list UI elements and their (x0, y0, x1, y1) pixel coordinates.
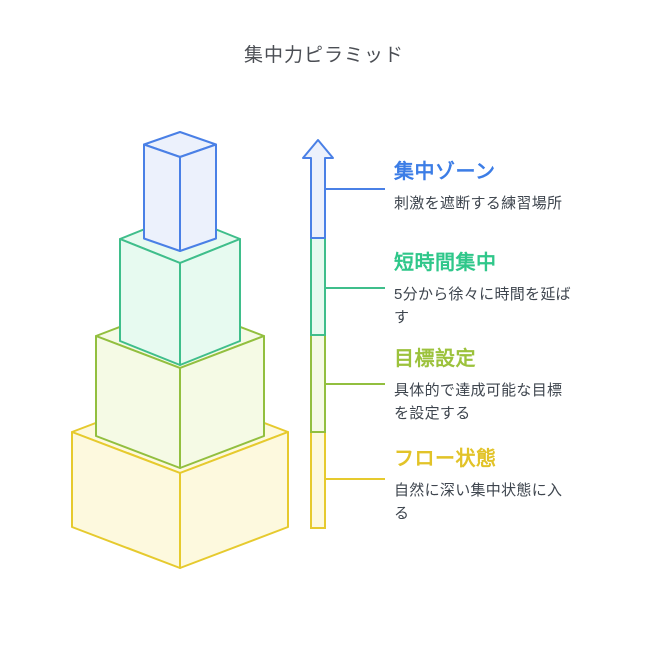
diagram-title: 集中力ピラミッド (243, 45, 404, 66)
pyramid-box-focus-zone-right-face (179, 143, 217, 252)
arrow-segment-flow-state (310, 431, 326, 529)
arrow-segment-goal-setting (310, 334, 326, 433)
arrow-segment-short-focus (310, 237, 326, 336)
pyramid-box-flow-state-right-face (179, 431, 289, 569)
label-flow-state-description: 自然に深い集中状態に入る (394, 482, 563, 522)
label-flow-state: フロー状態 自然に深い集中状態に入る (394, 447, 574, 525)
label-focus-zone-heading: 集中ゾーン (394, 161, 496, 183)
label-short-focus-heading: 短時間集中 (394, 252, 497, 274)
label-goal-setting-heading: 目標設定 (394, 348, 476, 370)
label-short-focus: 短時間集中 5分から徐々に時間を延ばす (394, 251, 574, 329)
label-focus-zone-description: 刺激を遮断する練習場所 (394, 195, 563, 212)
label-short-focus-description: 5分から徐々に時間を延ばす (394, 286, 571, 326)
pyramid-box-focus-zone-left-face (143, 143, 181, 252)
pyramid-box-goal-setting-right-face (179, 335, 265, 469)
pyramid-box-focus-zone (143, 131, 217, 252)
label-goal-setting-description: 具体的で達成可能な目標を設定する (394, 382, 563, 422)
label-flow-state-heading: フロー状態 (394, 448, 497, 470)
pyramid-box-short-focus-right-face (179, 238, 241, 366)
arrow-segment-focus-zone-with-arrowhead (302, 139, 334, 239)
label-goal-setting: 目標設定 具体的で達成可能な目標を設定する (394, 347, 574, 425)
label-focus-zone: 集中ゾーン 刺激を遮断する練習場所 (394, 160, 574, 215)
